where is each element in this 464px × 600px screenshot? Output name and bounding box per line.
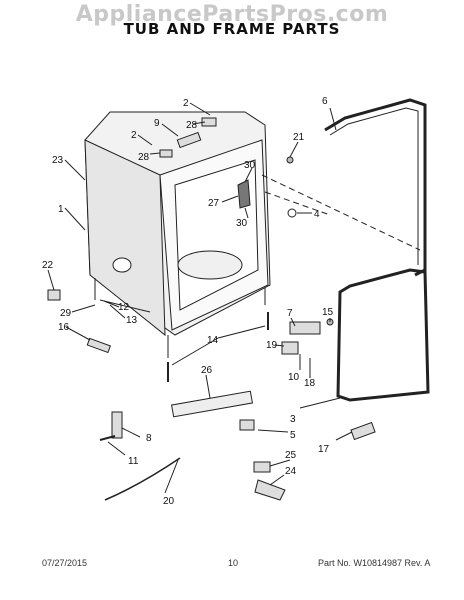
door-gasket-inner [329,107,419,265]
callout-2b: 2 [131,130,137,141]
part-5 [239,419,255,431]
callout-25: 25 [285,450,297,461]
callout-10: 10 [288,372,300,383]
callout-4: 4 [314,209,320,220]
part-21 [286,156,294,164]
part-16-spring [86,337,112,354]
part-bracket-9 [176,131,202,149]
part-20-cable [104,457,181,501]
part-25 [253,461,271,473]
part-24-bracket [254,479,286,501]
footer-date: 07/27/2015 [42,558,88,568]
callout-28a: 28 [186,120,198,131]
callout-7: 7 [287,308,293,319]
callout-16: 16 [58,322,70,333]
page-title: TUB AND FRAME PARTS [123,20,341,38]
part-7-bracket [289,321,321,335]
callout-6: 6 [322,96,328,107]
callout-13: 13 [126,315,138,326]
part-4 [287,208,297,218]
callout-9: 9 [154,118,160,129]
callout-21: 21 [293,132,305,143]
callout-17: 17 [318,444,330,455]
tub-sump [177,250,243,280]
part-13 [99,299,151,313]
part-17 [350,421,376,441]
callout-23: 23 [52,155,64,166]
door-gasket-top [324,98,427,277]
callout-12: 12 [118,302,130,313]
callout-30b: 30 [236,218,248,229]
callout-24: 24 [285,466,297,477]
callout-1: 1 [58,204,64,215]
part-22 [47,289,61,301]
part-27-30 [237,179,251,209]
callout-28b: 28 [138,152,150,163]
callout-29: 29 [60,308,72,319]
callout-22: 22 [42,260,54,271]
callout-18: 18 [304,378,316,389]
watermark: AppliancePartsPros.com [75,2,389,27]
callout-15: 15 [322,307,334,318]
callout-27: 27 [208,198,220,209]
callout-20: 20 [163,496,175,507]
callout-30a: 30 [244,160,256,171]
part-8 [111,411,123,439]
callout-5: 5 [290,430,296,441]
callout-8: 8 [146,433,152,444]
callout-19: 19 [266,340,278,351]
callout-2a: 2 [183,98,189,109]
footer-part-number: Part No. W10814987 Rev. A [318,558,431,568]
part-bracket-28-mid [159,149,173,158]
part-26-plate [170,390,254,418]
lower-gasket [336,268,430,402]
callout-14: 14 [207,335,219,346]
part-11-screw [99,435,116,441]
callout-3: 3 [290,414,296,425]
footer-page: 10 [228,558,239,568]
callout-26: 26 [201,365,213,376]
tub-left-wall [84,139,166,337]
callout-11: 11 [128,456,139,467]
part-19 [281,341,299,355]
